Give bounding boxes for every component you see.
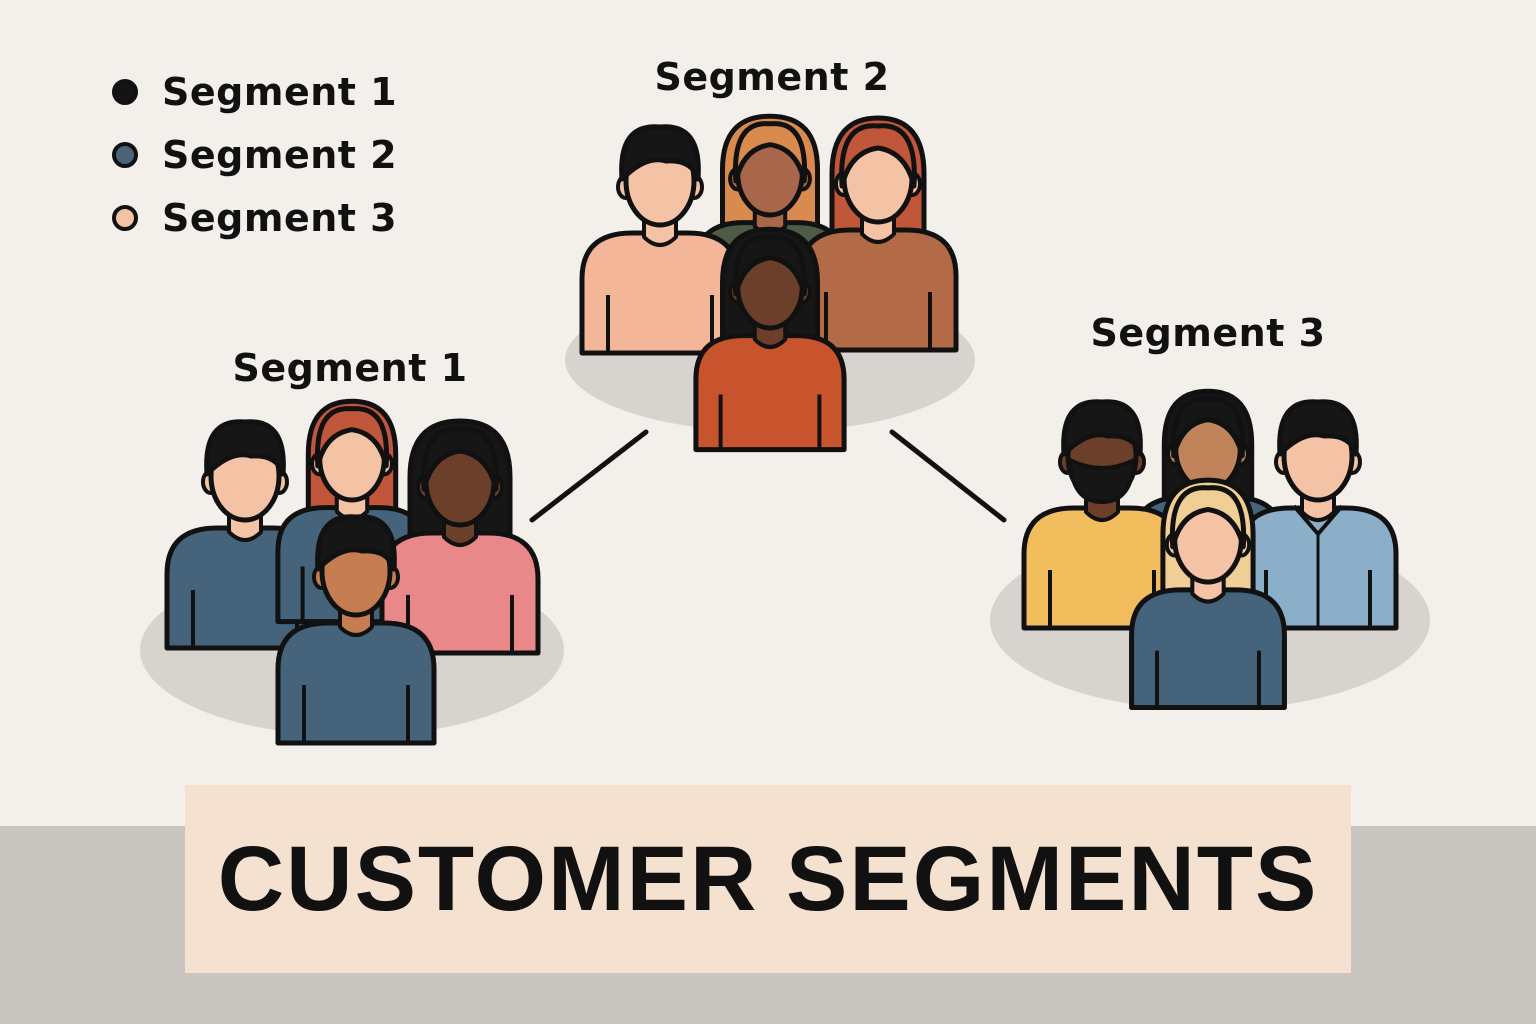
person-icon — [1021, 399, 1183, 631]
segment-2-group — [565, 113, 975, 453]
legend-item-segment-3: Segment 3 — [112, 186, 397, 249]
legend-item-segment-1: Segment 1 — [112, 60, 397, 123]
connector-segment-1-2 — [529, 429, 649, 523]
legend-label: Segment 2 — [162, 132, 398, 177]
segment-1-group — [140, 398, 564, 746]
legend: Segment 1 Segment 2 Segment 3 — [112, 60, 397, 249]
banner-title: CUSTOMER SEGMENTS — [217, 827, 1319, 930]
legend-dot-icon — [112, 78, 138, 105]
segment-3-title: Segment 3 — [1090, 311, 1326, 355]
legend-label: Segment 1 — [162, 69, 398, 114]
segment-2-title: Segment 2 — [654, 55, 890, 99]
person-icon — [1129, 477, 1287, 710]
legend-label: Segment 3 — [162, 195, 398, 240]
title-banner: CUSTOMER SEGMENTS — [185, 785, 1351, 973]
person-icon — [797, 115, 959, 353]
segment-3-group — [990, 388, 1430, 710]
legend-item-segment-2: Segment 2 — [112, 123, 397, 186]
legend-dot-icon — [112, 204, 138, 231]
person-icon — [693, 226, 847, 453]
connector-segment-2-3 — [889, 429, 1007, 523]
legend-dot-icon — [112, 141, 138, 168]
person-icon — [379, 418, 541, 656]
person-icon — [275, 514, 437, 746]
segment-1-title: Segment 1 — [232, 346, 468, 390]
person-icon — [579, 124, 741, 356]
